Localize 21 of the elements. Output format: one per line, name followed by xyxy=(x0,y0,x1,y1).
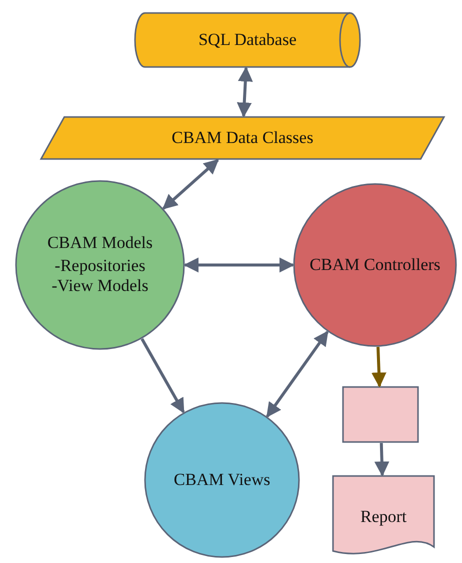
arrow xyxy=(162,158,219,210)
node-label: -View Models xyxy=(52,276,148,297)
arrow xyxy=(140,338,185,414)
node-label: CBAM Models xyxy=(47,233,153,254)
node-label: -Repositories xyxy=(54,256,146,276)
arrow xyxy=(184,258,294,272)
arrow xyxy=(266,330,329,418)
node-label: Report xyxy=(360,506,407,528)
data-parallelogram xyxy=(40,116,445,160)
process-box xyxy=(342,386,419,443)
arrow xyxy=(374,442,390,476)
node-label: SQL Database xyxy=(198,30,297,50)
arrow xyxy=(236,66,253,118)
process-circle xyxy=(15,180,185,350)
process-circle xyxy=(293,183,457,347)
node-label: CBAM Controllers xyxy=(310,254,440,276)
database-cylinder xyxy=(135,12,360,68)
arrow xyxy=(371,346,386,388)
node-label: CBAM Views xyxy=(174,470,270,490)
process-circle xyxy=(144,402,300,558)
node-label: CBAM Data Classes xyxy=(172,128,314,148)
